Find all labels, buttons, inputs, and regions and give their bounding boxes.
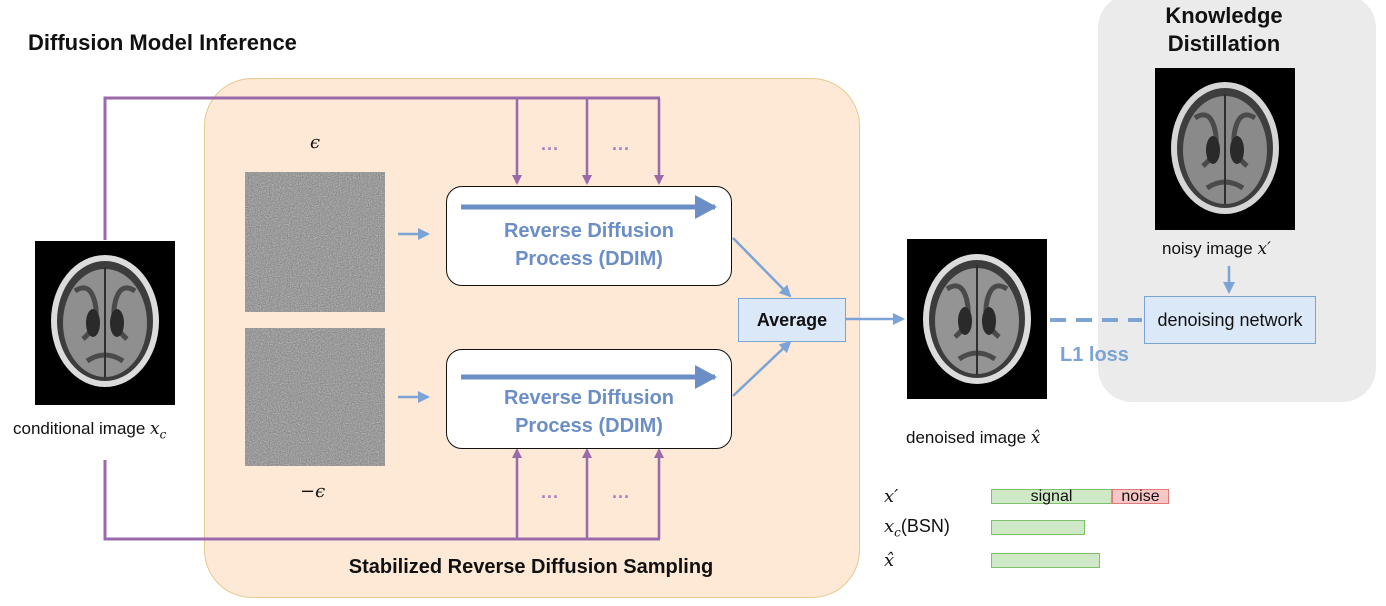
reverse-top-line2: Process (DDIM) [515, 248, 663, 270]
neg-epsilon-label: −ϵ [300, 481, 326, 502]
reverse-bottom-line1: Reverse Diffusion [503, 387, 675, 409]
noise-image-positive [245, 172, 385, 312]
denoising-network-box: denoising network [1144, 296, 1316, 344]
legend-bsn-suffix: (BSN) [900, 516, 950, 536]
noisy-caption-text: noisy image [1162, 239, 1258, 258]
conditioning-wire-top [103, 96, 660, 240]
conditional-caption-math: x [150, 419, 160, 439]
process-arrow-top [461, 195, 717, 219]
reverse-diffusion-box-bottom: Reverse Diffusion Process (DDIM) [446, 349, 732, 449]
reverse-diffusion-box-top: Reverse Diffusion Process (DDIM) [446, 186, 732, 286]
epsilon-label: ϵ [310, 132, 321, 153]
kd-title-line2: Distillation [1167, 31, 1281, 56]
legend-label-noisy: x′ [884, 486, 899, 507]
denoised-caption: denoised image x̂ [906, 428, 1040, 448]
legend-signal-bar-denoised [991, 553, 1100, 568]
noisy-brain-image [1155, 68, 1295, 230]
legend-bsn-sub: c [894, 525, 901, 540]
legend-label-bsn: xc(BSN) [884, 516, 950, 540]
ellipsis-bottom-1: ... [541, 482, 560, 502]
legend-signal-bar-bsn [991, 520, 1085, 535]
conditioning-wire-bottom [103, 460, 660, 541]
legend-bsn-symbol: x [884, 516, 895, 537]
process-to-average-bottom [732, 340, 792, 397]
main-title: Diffusion Model Inference [28, 30, 297, 55]
sampling-label: Stabilized Reverse Diffusion Sampling [348, 556, 714, 578]
denoised-caption-text: denoised image [906, 428, 1031, 447]
reverse-bottom-line2: Process (DDIM) [515, 415, 663, 437]
legend-signal-bar-noisy: signal [991, 489, 1112, 505]
process-to-average-top [732, 237, 792, 298]
noisy-caption: noisy image x′ [1162, 239, 1271, 259]
legend-noise-bar-noisy: noise [1112, 489, 1169, 505]
legend-label-denoised: x̂ [884, 550, 895, 571]
process-arrow-bottom [461, 365, 717, 389]
l1-loss-label: L1 loss [1060, 344, 1129, 366]
average-box: Average [738, 298, 846, 342]
denoised-brain-image [907, 239, 1047, 399]
noise-image-negative [245, 328, 385, 466]
ellipsis-top-2: ... [612, 134, 631, 154]
conditional-caption-sub: c [159, 427, 167, 442]
conditional-caption-text: conditional image [13, 419, 151, 438]
conditional-caption: conditional image xc [13, 419, 166, 441]
denoised-caption-math: x̂ [1030, 428, 1041, 448]
noisy-caption-math: x′ [1257, 239, 1271, 259]
ellipsis-top-1: ... [541, 134, 560, 154]
knowledge-distillation-title: Knowledge Distillation [1098, 2, 1350, 58]
conditional-brain-image [35, 241, 175, 405]
kd-title-line1: Knowledge [1165, 3, 1283, 28]
reverse-top-line1: Reverse Diffusion [503, 220, 675, 242]
ellipsis-bottom-2: ... [612, 482, 631, 502]
